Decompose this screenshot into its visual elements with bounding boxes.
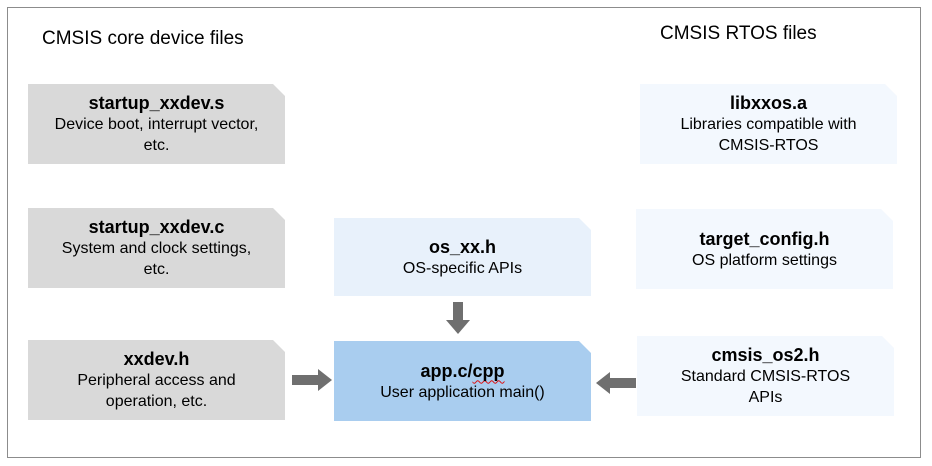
startup-s-desc-1: Device boot, interrupt vector,: [54, 116, 259, 133]
down-arrow-icon: [446, 302, 470, 334]
startup-c-title: startup_xxdev.c: [88, 217, 225, 237]
app-title-suffix: cpp: [472, 360, 505, 381]
libxxos-desc-1: Libraries compatible with: [680, 116, 857, 133]
cmsis-os2-desc-1: Standard CMSIS-RTOS: [680, 368, 851, 385]
diagram-frame: [7, 7, 921, 458]
libxxos-box: libxxos.a Libraries compatible with CMSI…: [640, 84, 897, 164]
app-title: app.c/cpp: [420, 360, 504, 382]
libxxos-title: libxxos.a: [729, 93, 808, 113]
os-xx-h-box: os_xx.h OS-specific APIs: [334, 218, 591, 296]
xxdev-h-box: xxdev.h Peripheral access and operation,…: [28, 340, 285, 420]
heading-core-device-files: CMSIS core device files: [42, 28, 244, 49]
target-config-desc: OS platform settings: [692, 251, 837, 269]
cmsis-os2-box: cmsis_os2.h Standard CMSIS-RTOS APIs: [637, 336, 894, 416]
startup-s-box: startup_xxdev.s Device boot, interrupt v…: [28, 84, 285, 164]
target-config-title: target_config.h: [699, 228, 830, 249]
startup-s-title: startup_xxdev.s: [88, 93, 225, 113]
os-xx-h-desc: OS-specific APIs: [402, 259, 523, 277]
startup-c-box: startup_xxdev.c System and clock setting…: [28, 208, 285, 288]
app-desc: User application main(): [380, 383, 545, 401]
right-arrow-icon: [292, 369, 332, 391]
startup-c-desc-1: System and clock settings,: [61, 240, 252, 257]
left-arrow-icon: [596, 372, 636, 394]
cmsis-os2-title: cmsis_os2.h: [711, 345, 820, 365]
startup-s-desc-2: etc.: [143, 137, 170, 154]
cmsis-os2-desc-2: APIs: [748, 389, 783, 406]
xxdev-h-title: xxdev.h: [123, 349, 190, 369]
startup-c-desc-2: etc.: [143, 261, 170, 278]
heading-rtos-files: CMSIS RTOS files: [660, 23, 817, 44]
os-xx-h-title: os_xx.h: [428, 236, 497, 257]
libxxos-desc-2: CMSIS-RTOS: [718, 137, 819, 154]
xxdev-h-desc-1: Peripheral access and: [77, 372, 236, 389]
xxdev-h-desc-2: operation, etc.: [105, 393, 208, 410]
target-config-box: target_config.h OS platform settings: [636, 209, 893, 289]
app-title-prefix: app.c/: [420, 360, 473, 381]
app-box: app.c/cpp User application main(): [334, 341, 591, 421]
